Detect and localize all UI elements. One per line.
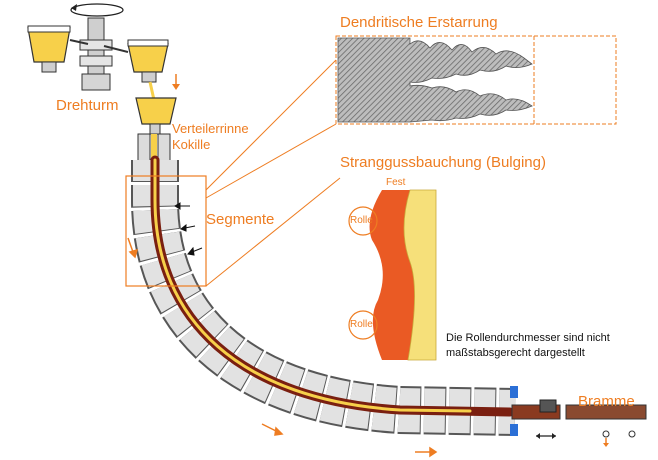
dendrite-panel <box>335 35 617 125</box>
roller-top <box>348 206 378 236</box>
mould <box>137 133 171 163</box>
segments-box <box>125 175 207 287</box>
note-line-2: maßstabsgerecht dargestellt <box>446 347 585 359</box>
note-line-1: Die Rollendurchmesser sind nicht <box>446 332 610 344</box>
label-bramme: Bramme <box>578 393 635 410</box>
label-rolle-bottom: Rolle <box>350 319 373 330</box>
label-kokille: Kokille <box>172 137 211 152</box>
ladle-left <box>27 27 71 63</box>
segment-arrows <box>174 202 203 256</box>
label-drehturm: Drehturm <box>56 97 119 114</box>
rotation-arrow-icon <box>70 3 124 17</box>
label-segmente: Segmente <box>206 211 275 228</box>
slab <box>565 404 647 420</box>
label-rolle-top: Rolle <box>350 215 373 226</box>
label-dendritische-erstarrung: Dendritische Erstarrung <box>340 14 498 31</box>
ladle-turret <box>27 3 180 91</box>
roller-bottom <box>348 310 378 340</box>
strand <box>131 155 647 447</box>
label-fest: Fest <box>386 177 406 188</box>
label-bulging: Stranggussbauchung (Bulging) <box>340 154 546 171</box>
label-verteilerrinne: Verteilerrinne <box>172 121 249 136</box>
tundish <box>135 81 177 135</box>
bulging-panel <box>348 189 437 361</box>
flow-arrows <box>127 237 438 458</box>
ladle-right <box>127 43 169 73</box>
